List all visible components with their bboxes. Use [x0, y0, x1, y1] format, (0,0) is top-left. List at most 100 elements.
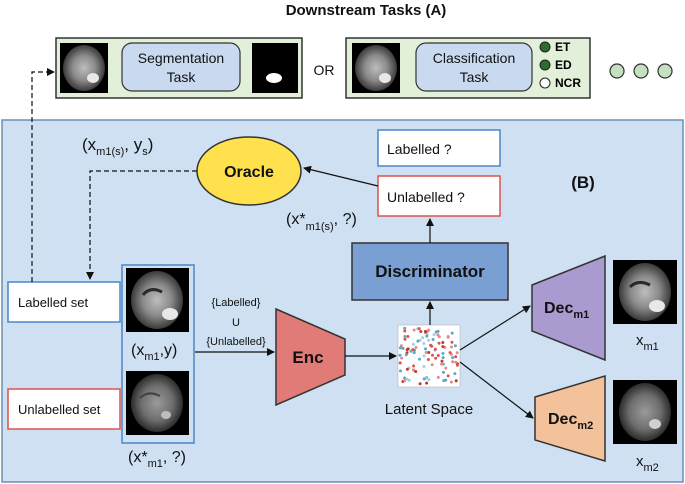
- segmentation-task-line1: Segmentation: [138, 50, 224, 66]
- latent-point: [398, 353, 402, 357]
- ellipsis-dot: [609, 63, 625, 79]
- latent-point: [432, 333, 436, 337]
- latent-point: [421, 336, 425, 340]
- latent-point: [451, 360, 455, 364]
- classification-task-line2: Task: [460, 69, 490, 85]
- latent-point: [414, 370, 418, 373]
- labelled-query-label: Labelled ?: [387, 141, 452, 157]
- latent-point: [425, 334, 429, 338]
- labelled-set-label: Labelled set: [18, 295, 88, 310]
- latent-point: [440, 359, 444, 363]
- latent-point: [441, 352, 445, 355]
- latent-point: [424, 351, 428, 354]
- arrow-latent-to-decoder-1: [459, 305, 531, 351]
- title: Downstream Tasks (A): [286, 2, 447, 19]
- class-et-label: ET: [555, 40, 571, 54]
- unlabelled-sample-label: (x*m1(s), ?): [286, 211, 357, 233]
- latent-point: [398, 361, 402, 365]
- latent-point: [405, 367, 409, 371]
- latent-point: [454, 379, 458, 383]
- latent-point: [412, 328, 416, 332]
- oracle-label: Oracle: [224, 164, 274, 181]
- union-text-line2: U: [232, 317, 240, 329]
- latent-point: [434, 356, 438, 360]
- latent-point: [425, 381, 429, 385]
- latent-point: [400, 356, 404, 360]
- latent-point: [412, 368, 415, 372]
- output-1-label: xm1: [636, 332, 659, 353]
- latent-point: [422, 342, 426, 345]
- latent-point: [398, 346, 402, 350]
- unlabelled-query-label: Unlabelled ?: [387, 189, 465, 205]
- latent-point: [426, 329, 430, 333]
- mri-thumbnail-classification: [352, 43, 400, 93]
- latent-point: [427, 338, 430, 342]
- latent-point: [450, 331, 454, 335]
- encoder-label: Enc: [292, 348, 323, 367]
- segmentation-task-box: [121, 42, 241, 92]
- latent-point: [451, 356, 455, 360]
- latent-point: [429, 343, 433, 347]
- latent-point: [419, 330, 423, 333]
- labelled-query-box: [377, 129, 501, 167]
- latent-point: [403, 379, 407, 383]
- latent-point: [412, 364, 416, 368]
- latent-point: [414, 346, 418, 349]
- latent-point: [406, 347, 410, 351]
- latent-point: [427, 378, 431, 382]
- latent-point: [455, 351, 459, 355]
- latent-point: [403, 337, 407, 341]
- latent-point: [417, 327, 421, 331]
- ellipsis-dot: [657, 63, 673, 79]
- mri-output-2: [613, 380, 677, 444]
- latent-point: [422, 365, 426, 368]
- segmentation-mask-thumbnail: [252, 43, 298, 93]
- latent-point: [407, 378, 411, 382]
- mri-thumbnail-segmentation: [60, 43, 108, 93]
- arrow-latent-to-decoder-2: [459, 361, 534, 419]
- ellipsis-dot: [633, 63, 649, 79]
- latent-point: [446, 335, 450, 339]
- pool-labelled-caption: (xm1,y): [131, 342, 177, 363]
- latent-point: [431, 353, 434, 357]
- latent-point: [441, 341, 445, 344]
- latent-point: [399, 369, 402, 373]
- class-ed-dot: [539, 59, 551, 71]
- arrow-oracle-to-labelled-set: [86, 170, 197, 280]
- arrow-query-to-oracle: [303, 165, 379, 187]
- latent-point: [441, 345, 445, 349]
- latent-point: [441, 356, 445, 360]
- data-pool-box: [121, 264, 195, 444]
- class-et-dot: [539, 41, 551, 53]
- class-legend: ET ED NCR: [539, 40, 581, 90]
- latent-point: [442, 370, 445, 374]
- latent-point: [449, 380, 453, 384]
- latent-point: [440, 362, 444, 366]
- decoder-2-node: [534, 374, 606, 463]
- latent-point: [412, 351, 416, 355]
- latent-point: [434, 330, 438, 334]
- decoder-2-label: Decm2: [548, 411, 593, 432]
- decoder-1-node: [531, 254, 606, 362]
- union-text-line3: {Unlabelled}: [206, 336, 266, 348]
- latent-point: [405, 377, 409, 381]
- oracle-output-label: (xm1(s), ys): [82, 135, 153, 158]
- latent-point: [418, 382, 422, 386]
- latent-point: [406, 335, 410, 338]
- latent-point: [436, 375, 440, 379]
- latent-point: [436, 354, 440, 357]
- latent-point: [442, 379, 446, 383]
- unlabelled-query-box: [377, 175, 501, 217]
- class-ncr-label: NCR: [555, 76, 581, 90]
- or-label: OR: [314, 62, 335, 78]
- classification-task-box: [415, 42, 533, 92]
- latent-points: [398, 326, 459, 386]
- latent-point: [454, 360, 458, 364]
- section-b-label: (B): [571, 173, 595, 192]
- latent-point: [416, 339, 420, 343]
- latent-point: [427, 351, 431, 354]
- class-ed-label: ED: [555, 58, 572, 72]
- labelled-set-box: [7, 281, 121, 323]
- latent-point: [450, 345, 453, 349]
